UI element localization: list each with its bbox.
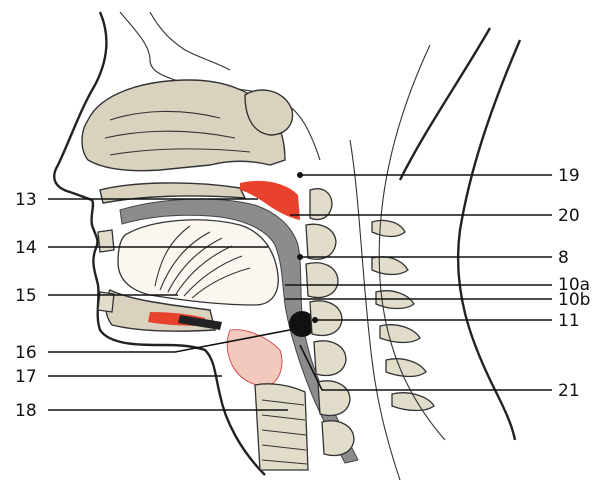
posterior-neck-contour-inner [379, 45, 445, 440]
posterior-neck-contour [458, 40, 520, 440]
label-19: 19 [558, 166, 580, 186]
label-20: 20 [558, 206, 580, 226]
spinal-canal [350, 140, 400, 480]
label-8: 8 [558, 248, 569, 268]
label-17: 17 [15, 367, 37, 387]
label-15: 15 [15, 286, 37, 306]
label-10b: 10b [558, 290, 590, 310]
label-13: 13 [15, 190, 37, 210]
teeth [98, 230, 114, 312]
label-18: 18 [15, 401, 37, 421]
larynx [227, 330, 282, 386]
spinous-processes [372, 220, 434, 410]
trachea-rings [255, 384, 308, 470]
label-21: 21 [558, 381, 580, 401]
label-16: 16 [15, 343, 37, 363]
label-14: 14 [15, 238, 37, 258]
tongue [118, 220, 278, 305]
label-11: 11 [558, 311, 580, 331]
